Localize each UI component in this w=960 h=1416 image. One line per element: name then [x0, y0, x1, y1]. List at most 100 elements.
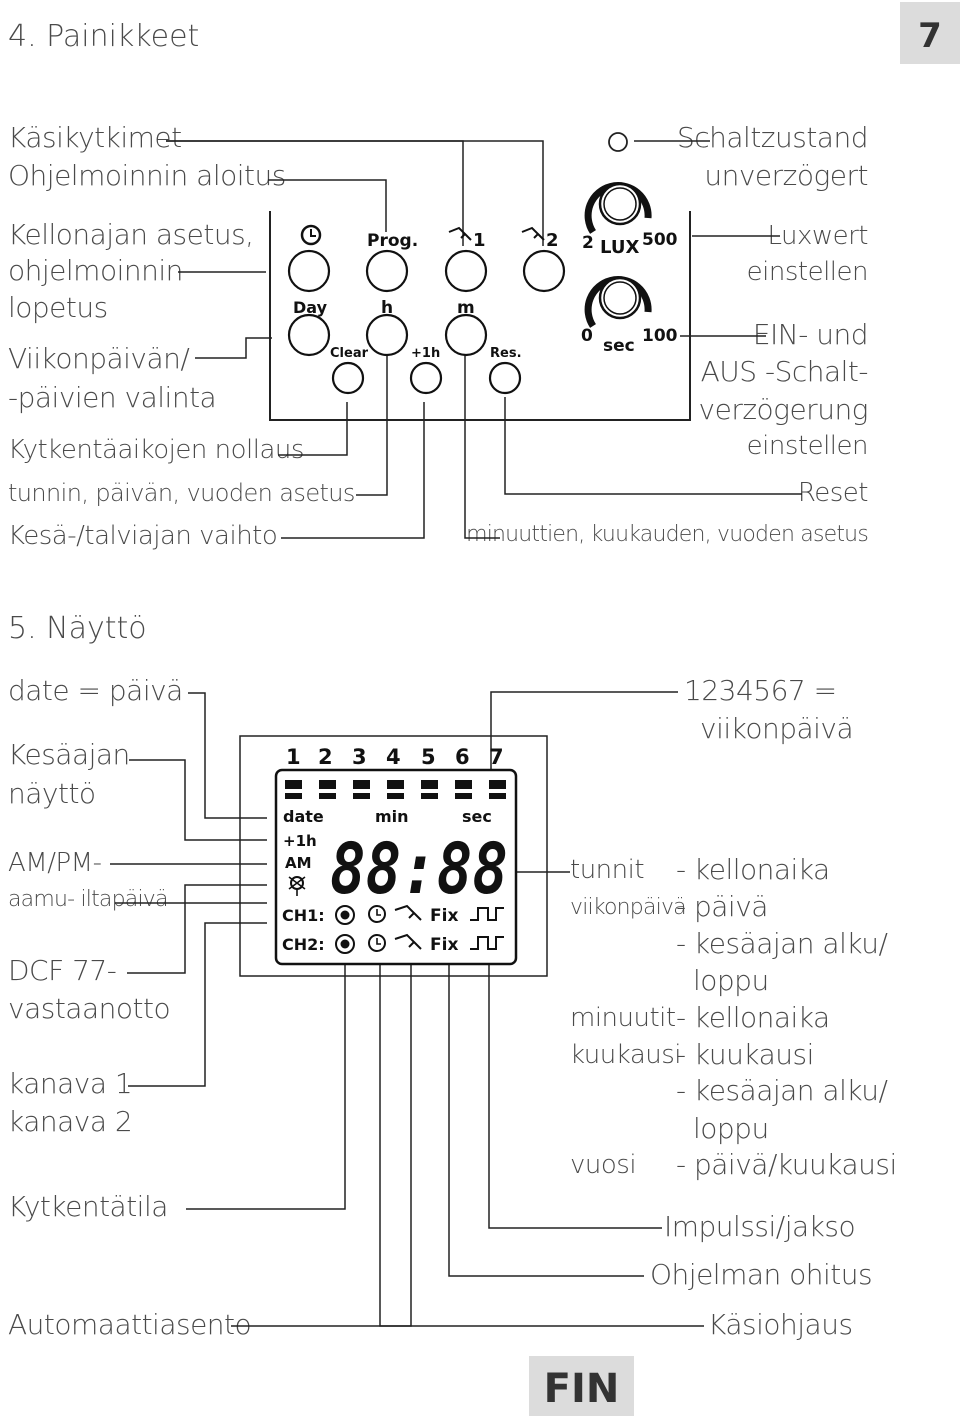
desc-hours: - kellonaika [676, 853, 830, 886]
label-time-set-1: Kellonajan asetus, [8, 218, 254, 251]
label-switch-state-1: Schaltzustand [676, 121, 869, 154]
ch2-fix: Fix [430, 935, 458, 955]
desc-dst-2: loppu [693, 964, 769, 997]
ch2-program-icon [368, 934, 386, 952]
lcd-display: 1 2 3 4 5 6 7 date min sec +1h AM 88:88 … [239, 735, 548, 977]
reset-button [488, 361, 522, 395]
label-reset: Reset [797, 478, 869, 508]
label-switch-state: Kytkentätila [8, 1190, 168, 1223]
language-badge: FIN [529, 1356, 634, 1416]
label-manual-switches: Käsikytkimet [8, 121, 182, 154]
desc-dst-1: - kesäajan alku/ [676, 927, 888, 960]
term-weekday: viikonpäivä [570, 895, 687, 920]
lcd-ch2: CH2: [282, 935, 325, 954]
sec-knob [584, 276, 652, 328]
desc-month: - kuukausi [676, 1038, 814, 1071]
lcd-day-1: 1 [286, 745, 301, 769]
label-lux-min: 2 [582, 233, 594, 253]
label-dcf-1: DCF 77- [8, 954, 117, 987]
label-weekday-1: Viikonpäivän/ [8, 342, 190, 375]
label-date: date = päivä [8, 674, 183, 707]
label-luxwert-1: Luxwert [767, 221, 868, 251]
day-button [287, 313, 331, 357]
lcd-ch2-icons: Fix [335, 933, 504, 955]
clock-icon [300, 224, 322, 246]
h-button [365, 313, 409, 357]
label-manual-1: 1 [473, 230, 486, 251]
lux-knob [584, 182, 652, 234]
label-h: h [381, 298, 393, 318]
label-plus1h: +1h [411, 346, 440, 361]
label-delay-3: verzögerung [698, 393, 869, 426]
lcd-date: date [283, 807, 324, 826]
status-led [608, 132, 628, 152]
lcd-outer-frame [239, 735, 548, 977]
label-lux-max: 500 [642, 230, 678, 250]
clear-button [331, 361, 365, 395]
manual-1-button [444, 249, 488, 293]
manual-2-button [522, 249, 566, 293]
label-dst-1: Kesäajan [8, 738, 130, 771]
term-minutes: minuutit [570, 1003, 676, 1033]
ch1-impulse-icon [470, 907, 504, 921]
label-summer-winter: Kesä-/talviajan vaihto [8, 521, 278, 551]
ch1-fix: Fix [430, 906, 458, 926]
desc-dst-4: loppu [693, 1112, 769, 1145]
ch1-auto-icon [335, 905, 355, 925]
label-skip: Ohjelman ohitus [650, 1258, 873, 1291]
lcd-plus1h: +1h [283, 832, 317, 850]
label-delay-1: EIN- und [752, 318, 869, 351]
language-label: FIN [543, 1366, 620, 1412]
hand-icon-1 [448, 226, 472, 241]
device-panel: Prog. 1 2 Day h m Clear +1h Res. 2 LUX [269, 132, 691, 421]
clock-button [287, 249, 331, 293]
label-automatic: Automaattiasento [8, 1308, 252, 1341]
lcd-day-bars [285, 780, 506, 799]
label-minute-month-year: minuuttien, kuukauden, vuoden asetus [466, 522, 869, 547]
label-delay-4: einstellen [746, 431, 869, 461]
label-weekday-2: -päivien valinta [8, 381, 217, 414]
desc-minutes: - kellonaika [676, 1001, 830, 1034]
label-delay-2: AUS -Schalt- [700, 355, 869, 388]
hand-icon-2 [521, 226, 545, 241]
term-month: kuukausi [570, 1040, 682, 1070]
label-sec-max: 100 [642, 326, 678, 346]
device-frame [269, 211, 691, 421]
lcd-min: min [375, 807, 409, 826]
label-dst-2: näyttö [8, 777, 96, 810]
ch2-auto-icon [335, 934, 355, 954]
lcd-day-4: 4 [386, 745, 401, 769]
label-manual: Käsiohjaus [708, 1308, 853, 1341]
label-clear: Clear [330, 346, 369, 361]
ch2-manual-icon [394, 933, 422, 950]
label-ampm-2: aamu- iltapäivä [8, 887, 168, 912]
prog-button [365, 249, 409, 293]
term-year: vuosi [570, 1150, 637, 1180]
label-ampm-1: AM/PM- [8, 848, 102, 878]
lcd-am: AM [285, 854, 312, 872]
lcd-sec: sec [462, 807, 492, 826]
label-dcf-2: vastaanotto [8, 992, 171, 1025]
page-number: 7 [918, 16, 942, 56]
label-hour-day-year: tunnin, päivän, vuoden asetus [8, 479, 355, 507]
label-res: Res. [490, 346, 522, 361]
ch1-manual-icon [394, 904, 422, 921]
label-weekday-sub: viikonpäivä [700, 712, 854, 745]
label-program-start: Ohjelmoinnin aloitus [8, 159, 286, 192]
label-weekday-title: 1234567 = [684, 674, 837, 707]
section-5-title: 5. Näyttö [8, 611, 147, 646]
lcd-day-6: 6 [455, 745, 470, 769]
desc-year: - päivä/kuukausi [676, 1148, 897, 1181]
page-number-badge: 7 [900, 2, 960, 64]
lcd-day-7: 7 [489, 745, 504, 769]
label-switch-state-2: unverzögert [704, 159, 868, 192]
label-clear-times: Kytkentäaikojen nollaus [8, 435, 304, 465]
label-time-set-3: lopetus [8, 291, 108, 324]
label-lux: LUX [600, 237, 639, 258]
term-hours: tunnit [570, 855, 645, 885]
section-4-title: 4. Painikkeet [8, 19, 200, 54]
label-time-set-2: ohjelmoinnin [8, 254, 183, 287]
lcd-ch1: CH1: [282, 906, 325, 925]
ch2-impulse-icon [470, 936, 504, 950]
